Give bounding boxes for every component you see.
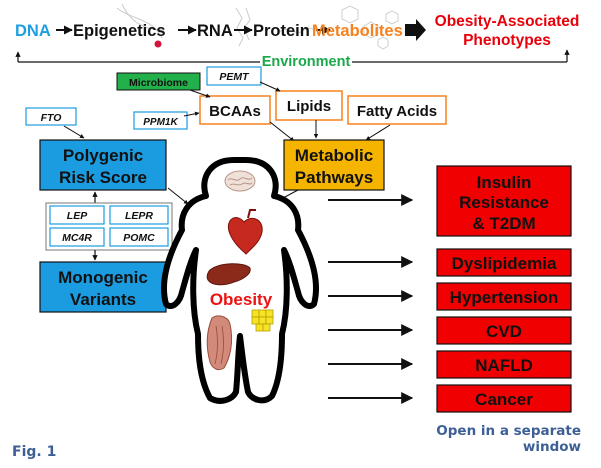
muscle-icon	[206, 315, 233, 371]
pemt-label: PEMT	[219, 71, 250, 83]
hypertension-box	[436, 282, 572, 311]
protein-label: Protein	[253, 22, 310, 40]
lipids-label: Lipids	[287, 98, 331, 115]
gene-box-lepr	[109, 205, 169, 225]
fatty-acids-box	[347, 95, 447, 125]
arrow-bcaas-metabolic	[269, 121, 295, 142]
metabolites-label: Metabolites	[312, 22, 403, 40]
arrow-fattyacids-metabolic	[365, 124, 391, 141]
figure-panel: DNA Epigenetics RNA Protein Metabolites …	[12, 0, 588, 414]
obesity-diagram: DNA Epigenetics RNA Protein Metabolites …	[15, 3, 580, 413]
microbiome-label: Microbiome	[129, 77, 188, 89]
prs-label-line2: Risk Score	[59, 168, 147, 187]
fatty-acids-label: Fatty Acids	[357, 103, 437, 120]
arrow-fto-prs	[63, 125, 85, 139]
metabolic-label-line2: Pathways	[295, 168, 373, 187]
brain-icon	[224, 170, 256, 192]
dna-label: DNA	[15, 22, 51, 40]
gene-box-pomc	[109, 227, 169, 247]
cancer-label: Cancer	[475, 390, 533, 409]
dyslipidemia-box	[436, 248, 572, 277]
gene-box-lep	[49, 205, 105, 225]
polygenic-risk-score-box	[39, 139, 167, 191]
dna-helix-dot	[154, 40, 162, 48]
arrow-microbiome-bcaas	[189, 89, 211, 98]
microbiome-box	[116, 72, 201, 91]
nafld-label: NAFLD	[475, 356, 533, 375]
ppm1k-box	[133, 111, 188, 130]
environment-label: Environment	[262, 54, 351, 70]
ppm1k-label: PPM1K	[143, 117, 178, 128]
rna-strand-sketch	[235, 7, 251, 47]
insulin-label-line2: Resistance	[459, 193, 549, 212]
fto-label: FTO	[41, 112, 62, 124]
pemt-box	[206, 66, 262, 86]
fat-cells-icon	[251, 309, 274, 332]
prs-label-line1: Polygenic	[63, 146, 143, 165]
cvd-box	[436, 316, 572, 345]
metabolic-pathways-box	[283, 139, 385, 191]
insulin-label-line3: & T2DM	[472, 214, 535, 233]
nafld-box	[436, 350, 572, 379]
rna-label: RNA	[197, 22, 233, 40]
bcaas-box	[199, 95, 271, 125]
fto-box	[25, 107, 77, 126]
gene-label-pomc: POMC	[123, 232, 155, 244]
arrow-prs-body	[167, 187, 189, 205]
monogenic-variants-box	[39, 261, 167, 313]
molecule-sketch	[341, 5, 399, 50]
open-in-new-window-link[interactable]: Open in a separate window	[436, 423, 581, 455]
gene-box-mc4r	[49, 227, 105, 247]
pipeline-arrow-metabolites	[405, 19, 426, 41]
lipids-box	[275, 90, 343, 121]
gene-label-lepr: LEPR	[125, 210, 153, 222]
obesity-label: Obesity	[210, 290, 273, 309]
gene-label-lep: LEP	[67, 210, 88, 222]
cvd-label: CVD	[486, 322, 522, 341]
heart-icon	[228, 209, 263, 255]
mono-label-line1: Monogenic	[58, 268, 148, 287]
arrow-pemt-lipids	[259, 81, 281, 92]
bcaas-label: BCAAs	[209, 103, 261, 120]
metabolic-label-line1: Metabolic	[295, 146, 373, 165]
arrow-ppm1k-bcaas	[183, 111, 200, 117]
obese-body-figure: Obesity	[160, 157, 320, 404]
gene-label-mc4r: MC4R	[62, 232, 92, 244]
liver-icon	[206, 263, 251, 286]
hypertension-label: Hypertension	[450, 288, 559, 307]
cancer-box	[436, 384, 572, 413]
insulin-resistance-box	[436, 165, 572, 237]
epigenetics-label: Epigenetics	[73, 22, 166, 40]
phenotypes-label-line1: Obesity-Associated	[435, 13, 580, 30]
dna-helix-sketch	[116, 3, 165, 39]
figure-caption-label: Fig. 1	[12, 444, 57, 460]
dyslipidemia-label: Dyslipidemia	[452, 254, 557, 273]
mono-label-line2: Variants	[70, 290, 136, 309]
phenotypes-label-line2: Phenotypes	[463, 32, 551, 49]
insulin-label-line1: Insulin	[477, 173, 532, 192]
